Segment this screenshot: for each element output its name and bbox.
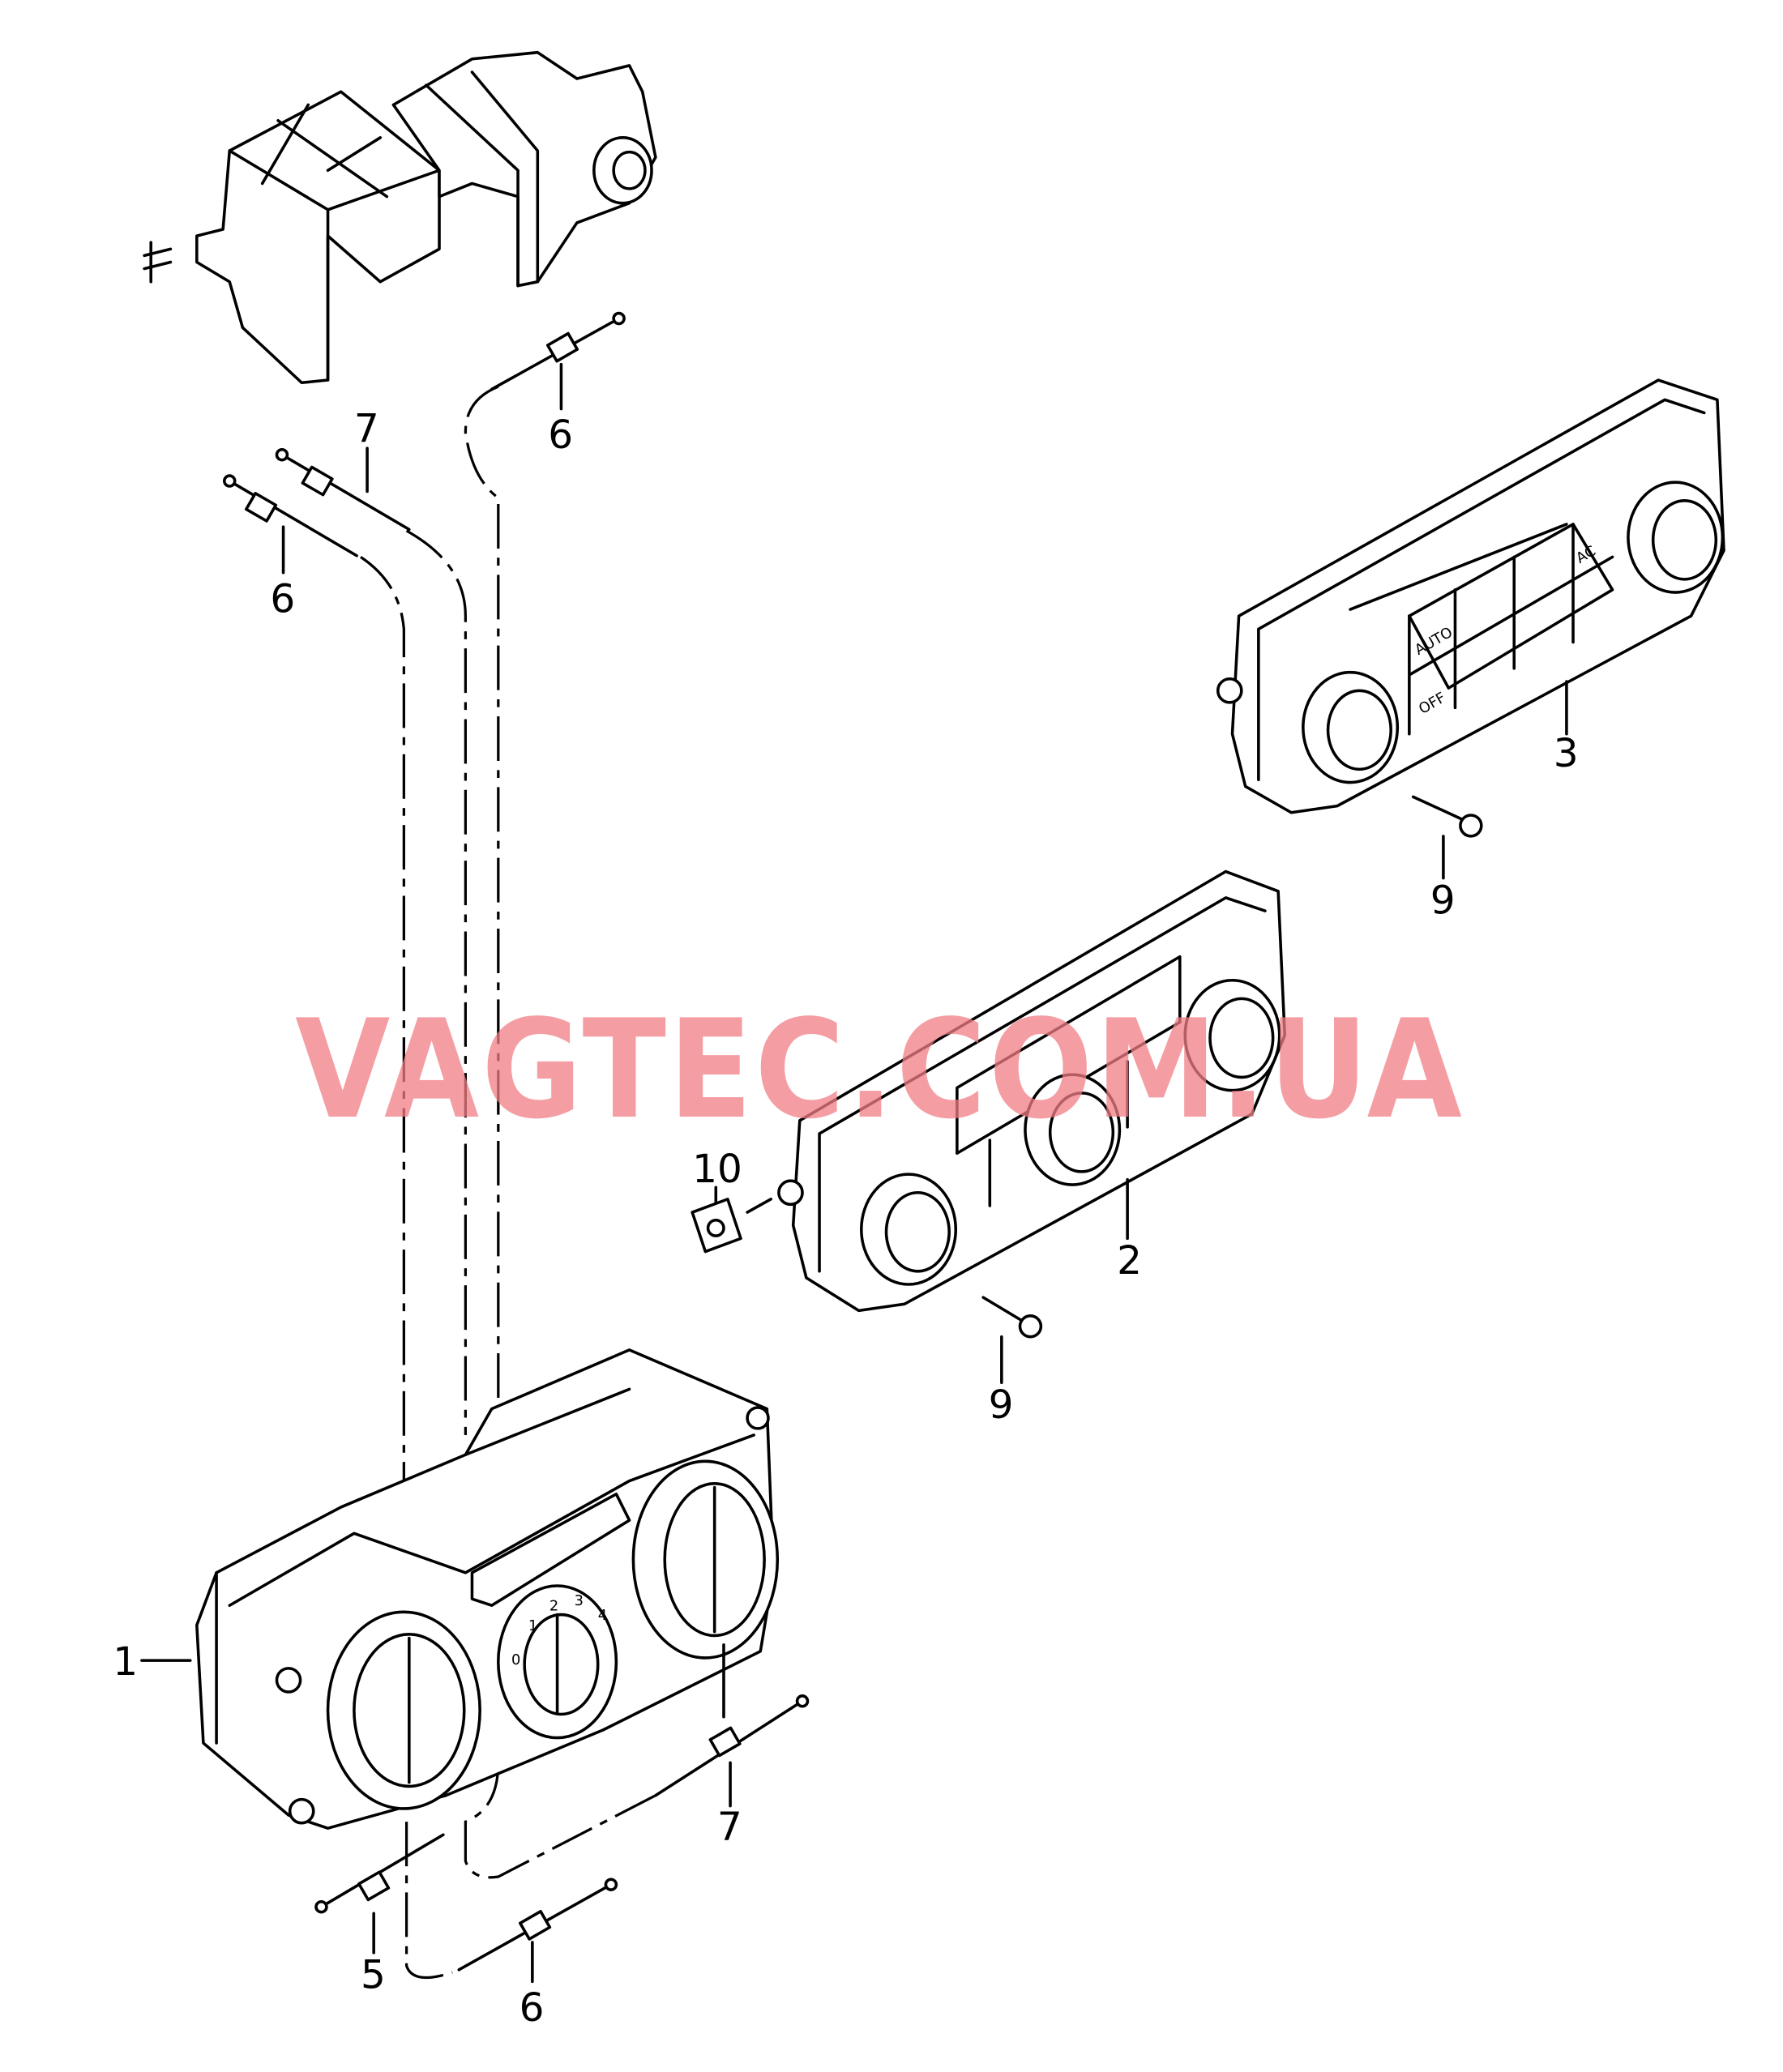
control-panel-2 <box>777 869 1286 1313</box>
callout-1: 1 <box>113 1639 138 1685</box>
knob-middle <box>1024 1073 1122 1186</box>
fasteners <box>691 795 1483 1339</box>
fan-scale-4: 4 <box>598 1607 607 1624</box>
callout-6: 6 <box>520 1985 545 2031</box>
control-panel-1: 0 1 2 3 4 <box>195 1348 780 1830</box>
cable-clips <box>245 331 742 1941</box>
heater-housing <box>143 50 657 385</box>
knob-left <box>860 1173 958 1286</box>
callout-3: 3 <box>1554 731 1579 776</box>
callout-5: 5 <box>361 1952 386 1997</box>
fan-scale-0: 0 <box>511 1651 520 1668</box>
callout-9: 9 <box>989 1382 1014 1428</box>
knob-right <box>1183 978 1281 1092</box>
leader-lines <box>140 362 1568 1984</box>
callouts: 1 2 3 5 6 6 6 7 7 9 9 10 <box>113 406 1578 2031</box>
fan-scale-3: 3 <box>575 1592 584 1609</box>
callout-2: 2 <box>1117 1238 1142 1284</box>
fan-scale-1: 1 <box>528 1617 537 1634</box>
temperature-knob-left <box>1302 670 1400 784</box>
watermark: VAGTEC.COM.UA <box>295 990 1464 1149</box>
callout-6: 6 <box>270 576 295 622</box>
fan-scale-2: 2 <box>549 1598 558 1615</box>
screw-icon <box>1459 814 1483 838</box>
callout-7: 7 <box>717 1805 742 1850</box>
temperature-knob-right <box>1627 481 1725 594</box>
callout-9: 9 <box>1430 878 1456 923</box>
clip-nut-icon <box>691 1198 742 1254</box>
screw-icon <box>1018 1314 1043 1339</box>
callout-10: 10 <box>692 1147 742 1192</box>
callout-7: 7 <box>354 406 379 451</box>
control-panel-3: AUTO OFF AC <box>1216 378 1725 814</box>
callout-6: 6 <box>548 412 573 458</box>
